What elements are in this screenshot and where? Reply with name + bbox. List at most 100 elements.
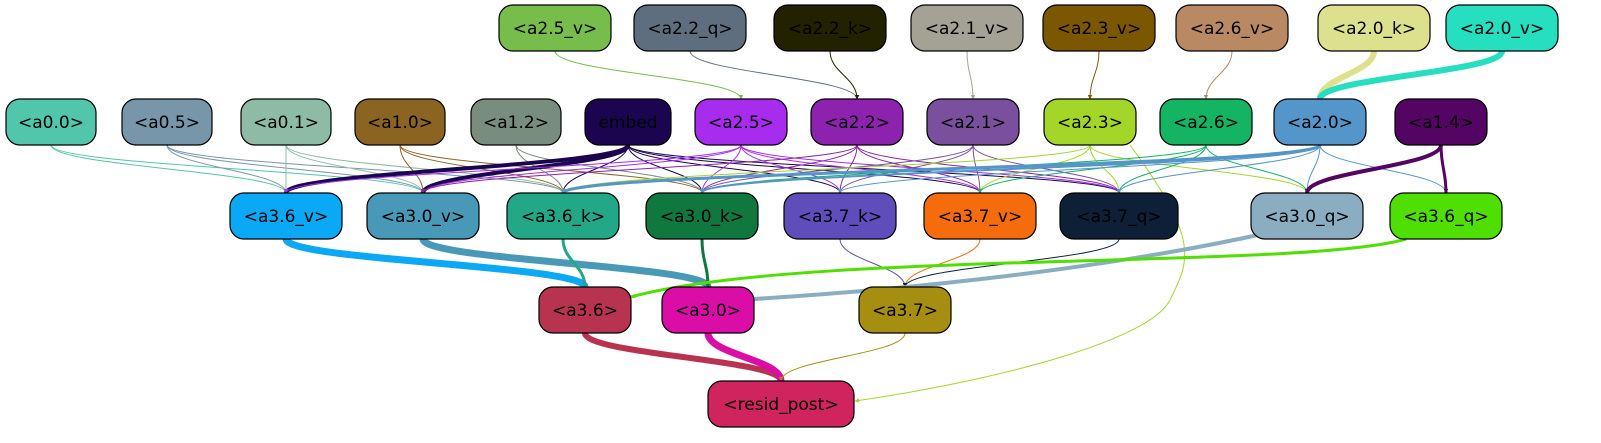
edge-a2_1-to-a3_7_q xyxy=(972,144,1122,194)
node-label: <a3.0> xyxy=(675,301,741,321)
node-a2_0[interactable]: <a2.0> xyxy=(1273,98,1367,146)
node-box xyxy=(923,192,1037,240)
node-label: <a2.2_q> xyxy=(647,19,732,39)
node-label: <a2.1> xyxy=(940,113,1006,133)
node-label: <a3.0_k> xyxy=(660,207,744,227)
edge-a3_6-to-resid_post xyxy=(582,331,784,383)
node-box xyxy=(1445,4,1559,52)
node-a1_2[interactable]: <a1.2> xyxy=(470,98,562,146)
edge-a1_0-to-a3_0_v xyxy=(399,144,426,194)
node-a3_7[interactable]: <a3.7> xyxy=(858,286,952,334)
node-a2_0_k[interactable]: <a2.0_k> xyxy=(1317,4,1431,52)
node-a3_6_v[interactable]: <a3.6_v> xyxy=(229,192,343,240)
node-a2_2_k[interactable]: <a2.2_k> xyxy=(773,4,887,52)
node-box xyxy=(1389,192,1503,240)
node-a2_6_v[interactable]: <a2.6_v> xyxy=(1175,4,1289,52)
node-box xyxy=(121,98,213,146)
edge-embed-to-a3_7_q xyxy=(627,144,1122,194)
node-a2_2[interactable]: <a2.2> xyxy=(810,98,904,146)
node-label: <a2.0_v> xyxy=(1460,19,1545,39)
node-box xyxy=(366,192,480,240)
node-a1_4[interactable]: <a1.4> xyxy=(1394,98,1488,146)
node-box xyxy=(661,286,755,334)
edge-a2_6_v-to-a2_6 xyxy=(1203,50,1233,100)
edge-a2_5-to-a3_0_v xyxy=(420,144,742,194)
node-a3_6[interactable]: <a3.6> xyxy=(538,286,632,334)
edge-a2_2-to-a3_0_v xyxy=(420,144,858,194)
node-label: <a0.5> xyxy=(134,113,200,133)
edge-a0_5-to-a3_6_v xyxy=(166,144,289,194)
node-box xyxy=(1394,98,1488,146)
edge-a0_1-to-a3_0_v xyxy=(285,144,426,194)
node-box xyxy=(506,192,620,240)
edge-a2_6-to-a3_7_v xyxy=(977,144,1207,194)
node-a0_5[interactable]: <a0.5> xyxy=(121,98,213,146)
node-box xyxy=(773,4,887,52)
edge-a1_4-to-a3_6_q xyxy=(1439,144,1449,194)
node-a3_0_q[interactable]: <a3.0_q> xyxy=(1250,192,1364,240)
edge-a2_2_k-to-a2_2 xyxy=(829,50,860,100)
node-label: <a2.2_k> xyxy=(788,19,872,39)
node-a3_7_v[interactable]: <a3.7_v> xyxy=(923,192,1037,240)
node-box xyxy=(926,98,1020,146)
node-box xyxy=(910,4,1024,52)
node-a2_6[interactable]: <a2.6> xyxy=(1159,98,1253,146)
node-label: <a1.2> xyxy=(483,113,549,133)
nodes-layer: <a2.5_v> <a2.2_q> <a2.2_k> <a2.1_v> <a2.3_v>… xyxy=(5,4,1559,428)
edge-a2_1-to-a3_0_k xyxy=(699,144,974,194)
edge-a3_7-to-resid_post xyxy=(778,332,906,382)
node-box xyxy=(354,98,446,146)
edge-embed-to-a3_7_k xyxy=(627,144,843,194)
node-label: <a2.0_k> xyxy=(1332,19,1416,39)
edge-a3_6_v-to-a3_6 xyxy=(282,236,589,290)
node-label: <a3.6> xyxy=(552,301,618,321)
node-box xyxy=(810,98,904,146)
edge-a2_5-to-a3_6_v xyxy=(283,144,742,194)
edge-a2_2-to-a3_0_k xyxy=(699,144,858,194)
edge-a2_0-to-a3_0_k xyxy=(699,144,1321,194)
edge-embed-to-a3_6_v xyxy=(283,143,630,195)
edge-a3_0_v-to-a3_0 xyxy=(419,237,712,289)
node-a2_1[interactable]: <a2.1> xyxy=(926,98,1020,146)
node-a0_0[interactable]: <a0.0> xyxy=(5,98,97,146)
node-a2_1_v[interactable]: <a2.1_v> xyxy=(910,4,1024,52)
node-a2_3[interactable]: <a2.3> xyxy=(1043,98,1137,146)
node-box xyxy=(694,98,788,146)
edge-a2_0-to-a3_6_k xyxy=(560,143,1322,195)
edges-layer xyxy=(50,49,1505,403)
edge-a1_4-to-a3_0_q xyxy=(1304,144,1443,194)
node-a3_0[interactable]: <a3.0> xyxy=(661,286,755,334)
node-a2_3_v[interactable]: <a2.3_v> xyxy=(1042,4,1156,52)
edge-a2_5-to-a3_7_v xyxy=(740,144,983,194)
node-label: <a2.5> xyxy=(708,113,774,133)
node-label: <a3.7> xyxy=(872,301,938,321)
node-label: embed xyxy=(598,113,657,133)
node-a3_7_q[interactable]: <a3.7_q> xyxy=(1059,192,1179,240)
node-embed[interactable]: embed xyxy=(584,98,672,146)
node-box xyxy=(538,286,632,334)
node-a3_7_k[interactable]: <a3.7_k> xyxy=(783,192,897,240)
node-a3_6_q[interactable]: <a3.6_q> xyxy=(1389,192,1503,240)
node-label: <a3.0_v> xyxy=(381,207,466,227)
edge-a2_1_v-to-a2_1 xyxy=(966,50,976,100)
node-resid_post[interactable]: <resid_post> xyxy=(707,380,855,428)
edge-a3_0-to-resid_post xyxy=(704,332,785,382)
node-a3_6_k[interactable]: <a3.6_k> xyxy=(506,192,620,240)
node-a2_5_v[interactable]: <a2.5_v> xyxy=(498,4,612,52)
node-a2_5[interactable]: <a2.5> xyxy=(694,98,788,146)
node-a2_0_v[interactable]: <a2.0_v> xyxy=(1445,4,1559,52)
edge-a2_3-to-a3_0_q xyxy=(1089,144,1310,194)
node-label: <a2.0> xyxy=(1287,113,1353,133)
node-a0_1[interactable]: <a0.1> xyxy=(240,98,332,146)
node-box xyxy=(229,192,343,240)
node-label: <a1.4> xyxy=(1408,113,1474,133)
node-label: <a3.6_k> xyxy=(521,207,605,227)
edge-a2_0-to-a3_7_k xyxy=(837,144,1321,194)
edge-a0_1-to-a3_6_k xyxy=(285,144,566,194)
node-a1_0[interactable]: <a1.0> xyxy=(354,98,446,146)
node-a3_0_k[interactable]: <a3.0_k> xyxy=(645,192,759,240)
node-a2_2_q[interactable]: <a2.2_q> xyxy=(633,4,747,52)
edge-a2_6-to-a3_0_q xyxy=(1205,144,1310,194)
node-a3_0_v[interactable]: <a3.0_v> xyxy=(366,192,480,240)
